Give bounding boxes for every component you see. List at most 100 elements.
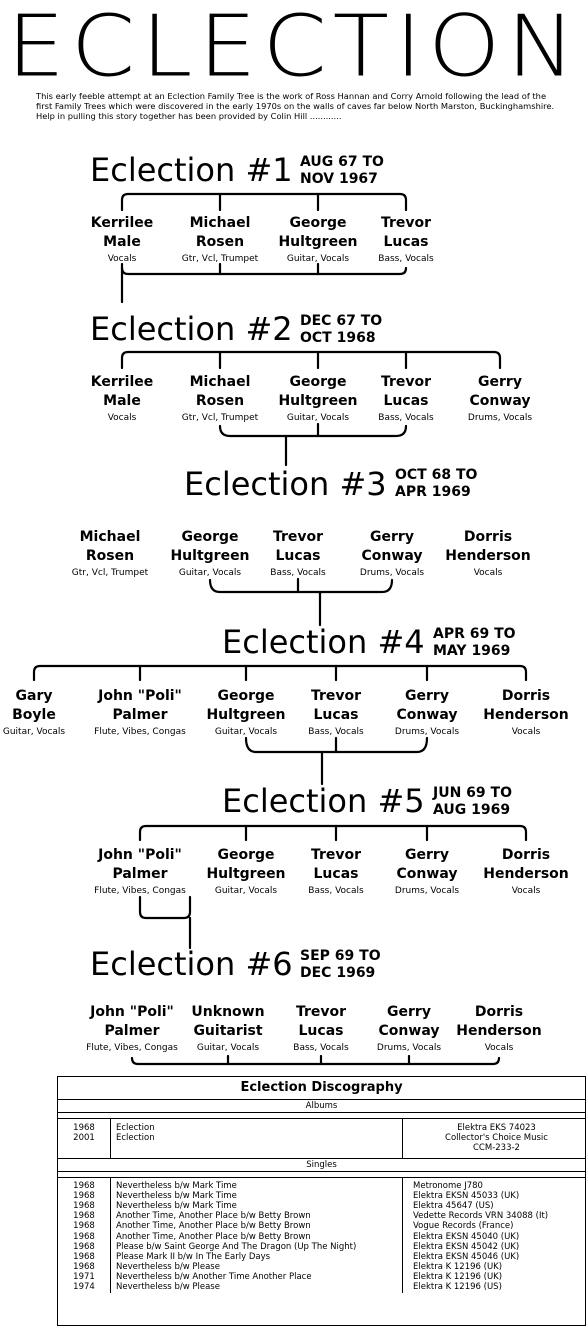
member-role: Drums, Vocals bbox=[360, 568, 424, 578]
member-role: Bass, Vocals bbox=[293, 1043, 349, 1053]
member-first-name: George bbox=[181, 529, 238, 545]
member-role: Flute, Vibes, Congas bbox=[86, 1043, 178, 1053]
tree-connector bbox=[138, 895, 192, 920]
member-first-name: George bbox=[217, 847, 274, 863]
lineup-dates-end: APR 1969 bbox=[395, 484, 471, 500]
release-label: Collector's Choice Music bbox=[445, 1133, 548, 1144]
lineup-dates-end: NOV 1967 bbox=[300, 171, 378, 187]
tree-connector bbox=[138, 824, 528, 842]
release-label: Elektra K 12196 (UK) bbox=[413, 1262, 503, 1273]
member-first-name: Trevor bbox=[311, 847, 361, 863]
member-first-name: Gerry bbox=[387, 1004, 431, 1020]
release-label: Elektra 45647 (US) bbox=[413, 1200, 494, 1211]
release-label: Elektra EKSN 45040 (UK) bbox=[413, 1231, 520, 1242]
member-first-name: Trevor bbox=[296, 1004, 346, 1020]
member-role: Guitar, Vocals bbox=[215, 727, 278, 737]
release-label: Metronome J780 bbox=[413, 1180, 483, 1191]
member-role: Bass, Vocals bbox=[308, 886, 364, 896]
page-title: ECLECTION bbox=[6, 0, 582, 96]
lineup-dates-start: DEC 67 TO bbox=[300, 313, 382, 329]
member-last-name: Lucas bbox=[314, 707, 359, 723]
member-last-name: Lucas bbox=[384, 393, 429, 409]
release-year: 1968 bbox=[73, 1180, 95, 1191]
release-title: Nevertheless b/w Please bbox=[116, 1262, 220, 1273]
member-last-name: Henderson bbox=[445, 548, 531, 564]
member-first-name: Gerry bbox=[405, 847, 449, 863]
member-last-name: Conway bbox=[397, 866, 458, 882]
member-first-name: Michael bbox=[190, 374, 251, 390]
member-first-name: George bbox=[289, 374, 346, 390]
column-divider bbox=[402, 1177, 403, 1293]
singles-heading: Singles bbox=[58, 1159, 585, 1172]
release-title: Another Time, Another Place b/w Betty Br… bbox=[116, 1211, 311, 1222]
member-role: Vocals bbox=[512, 886, 541, 896]
member-last-name: Henderson bbox=[483, 866, 569, 882]
lineup-title: Eclection #3 bbox=[184, 465, 387, 503]
member-first-name: Trevor bbox=[381, 215, 431, 231]
member-last-name: Hultgreen bbox=[206, 707, 285, 723]
lineup-dates-start: JUN 69 TO bbox=[432, 785, 512, 801]
single-row: 1968 Another Time, Another Place b/w Bett… bbox=[58, 1211, 585, 1221]
lineup-dates-end: DEC 1969 bbox=[300, 965, 375, 981]
member-last-name: Henderson bbox=[483, 707, 569, 723]
member-last-name: Conway bbox=[362, 548, 423, 564]
member-role: Guitar, Vocals bbox=[287, 413, 350, 423]
lineup-title: Eclection #6 bbox=[90, 945, 293, 983]
member-last-name: Conway bbox=[470, 393, 531, 409]
member-first-name: Gary bbox=[16, 688, 53, 704]
member-first-name: Trevor bbox=[273, 529, 323, 545]
member-first-name: Trevor bbox=[311, 688, 361, 704]
member-role: Flute, Vibes, Congas bbox=[94, 886, 186, 896]
lineup-dates-start: AUG 67 TO bbox=[300, 154, 384, 170]
member-role: Drums, Vocals bbox=[468, 413, 532, 423]
lineup-dates-start: OCT 68 TO bbox=[395, 467, 478, 483]
member-role: Flute, Vibes, Congas bbox=[94, 727, 186, 737]
column-divider bbox=[110, 1119, 111, 1158]
release-year: 1968 bbox=[73, 1241, 95, 1252]
release-label: Elektra EKSN 45033 (UK) bbox=[413, 1190, 520, 1201]
release-label: Elektra EKSN 45042 (UK) bbox=[413, 1241, 520, 1252]
release-title: Nevertheless b/w Mark Time bbox=[116, 1200, 237, 1211]
member-first-name: John "Poli" bbox=[89, 1004, 174, 1020]
albums-divider bbox=[58, 1113, 585, 1119]
member-first-name: Dorris bbox=[502, 688, 550, 704]
member-role: Guitar, Vocals bbox=[287, 254, 350, 264]
member-last-name: Lucas bbox=[314, 866, 359, 882]
member-role: Vocals bbox=[108, 254, 137, 264]
member-first-name: Unknown bbox=[191, 1004, 264, 1020]
member-last-name: Hultgreen bbox=[278, 234, 357, 250]
release-year: 1968 bbox=[73, 1211, 95, 1222]
release-year bbox=[58, 1143, 110, 1153]
release-label: Elektra EKS 74023 bbox=[457, 1123, 536, 1133]
release-year: 2001 bbox=[73, 1133, 95, 1144]
release-title: Please b/w Saint George And The Dragon (… bbox=[116, 1241, 357, 1252]
member-role: Drums, Vocals bbox=[395, 727, 459, 737]
column-divider bbox=[402, 1119, 403, 1158]
release-year: 1974 bbox=[73, 1282, 95, 1293]
